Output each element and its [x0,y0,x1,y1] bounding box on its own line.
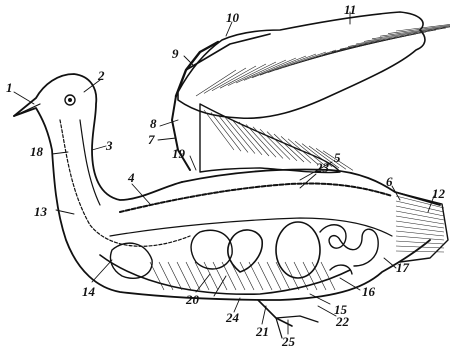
hatch-line [159,262,173,290]
hatch-line [285,262,299,290]
hatch-line [244,58,296,80]
hatch-line [396,231,444,236]
hatch-line [396,236,444,240]
label-16: 16 [362,284,376,299]
label-5: 5 [334,150,341,165]
label-19: 19 [172,146,186,161]
label-20: 20 [185,292,200,307]
label-12: 12 [432,186,446,201]
label-10: 10 [226,10,240,25]
hatch-line [348,32,426,47]
hatch-line [204,68,246,93]
label-23: 23 [315,160,330,175]
hatch-line [396,241,444,244]
label-9: 9 [172,46,179,61]
label-24: 24 [225,310,240,325]
hatch-line [228,62,276,86]
label-18: 18 [30,144,44,159]
hatch-line [258,262,272,290]
label-8: 8 [150,116,157,131]
label-7: 7 [148,132,155,147]
hatch-line [177,262,191,290]
hatch-line [260,54,316,75]
label-6: 6 [386,174,393,189]
label-1: 1 [6,80,13,95]
label-11: 11 [344,2,356,17]
hatch-line [186,262,200,290]
wing [172,12,450,173]
hatch-line [240,262,254,290]
label-22: 22 [335,314,350,329]
label-17: 17 [396,260,410,275]
label-13: 13 [34,204,48,219]
body [14,74,448,300]
internal-organs [100,184,392,295]
hatch-line [396,206,444,216]
hatch-line [236,60,286,83]
hatch-line [396,216,444,224]
label-4: 4 [127,170,135,185]
hatch-line [396,211,444,220]
hatch-line [276,262,290,290]
label-21: 21 [255,324,269,339]
hatch-line [321,262,335,290]
hatch-line [204,262,218,290]
label-14: 14 [82,284,96,299]
label-25: 25 [281,334,296,347]
label-3: 3 [105,138,113,153]
hatch-line [312,262,326,290]
hatch-line [267,262,281,290]
label-2: 2 [97,68,105,83]
